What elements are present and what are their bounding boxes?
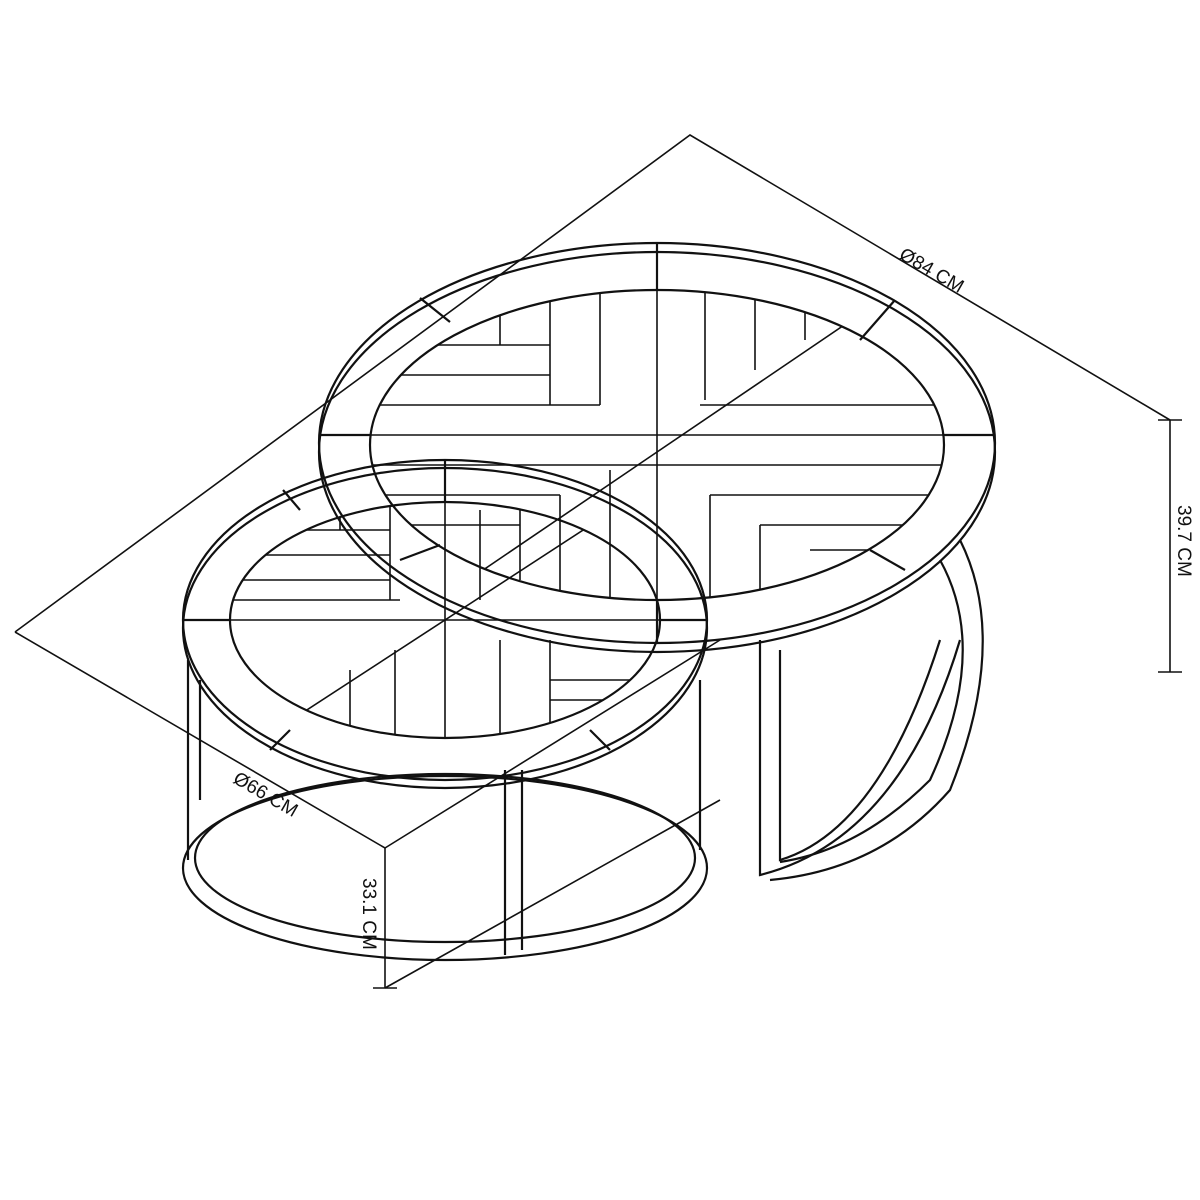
large-table-base xyxy=(758,539,984,882)
small-table-top xyxy=(181,458,709,790)
large-table-top xyxy=(317,241,997,654)
small-table-base xyxy=(181,660,709,962)
large-height-label: 39.7 CM xyxy=(1173,505,1194,577)
small-diameter-label: Ø66 CM xyxy=(230,768,302,822)
large-diameter-label: Ø84 CM xyxy=(896,244,968,298)
small-height-label: 33.1 CM xyxy=(358,878,379,950)
dimension-lines xyxy=(14,134,1182,989)
